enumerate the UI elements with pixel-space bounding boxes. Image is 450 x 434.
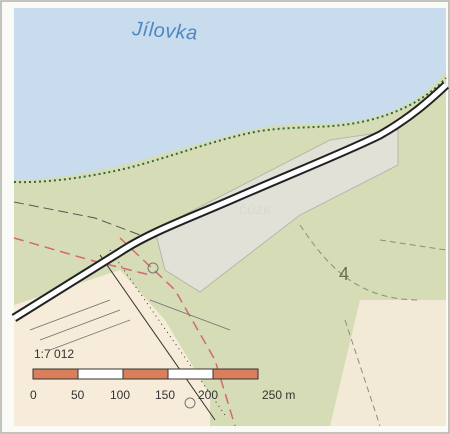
- scale-tick-250: 250 m: [262, 388, 296, 402]
- scale-tick-200: 200: [198, 388, 219, 402]
- hatching: [29, 299, 231, 351]
- scale-tick-0: 0: [30, 388, 37, 402]
- point-symbol-2: [184, 397, 196, 409]
- boundary-line-6: [344, 319, 381, 427]
- scale-tick-150: 150: [155, 388, 176, 402]
- boundary-line-2: [13, 237, 151, 276]
- watermark-text: ČÚZK: [239, 205, 271, 217]
- boundary-line-1: [13, 201, 141, 236]
- scale-tick-50: 50: [71, 388, 85, 402]
- parcel-number-label: 4: [339, 264, 350, 284]
- water-name-label: Jílovka: [131, 18, 199, 45]
- boundary-line-5: [379, 239, 447, 251]
- beige-zone-right: [330, 300, 446, 426]
- road-fill: [12, 83, 448, 321]
- railway: [99, 254, 216, 421]
- beige-zone-left: [14, 270, 210, 426]
- scale-ratio-label: 1:7 012: [34, 347, 75, 361]
- boundary-line-3: [119, 237, 236, 427]
- railway-ties: [109, 249, 226, 416]
- scale-tick-100: 100: [110, 388, 131, 402]
- gray-parcel: [154, 129, 399, 293]
- point-symbol-1: [147, 262, 159, 274]
- boundary-line-4: [299, 224, 421, 301]
- scale-bar: [32, 368, 259, 380]
- water-body: [14, 8, 446, 180]
